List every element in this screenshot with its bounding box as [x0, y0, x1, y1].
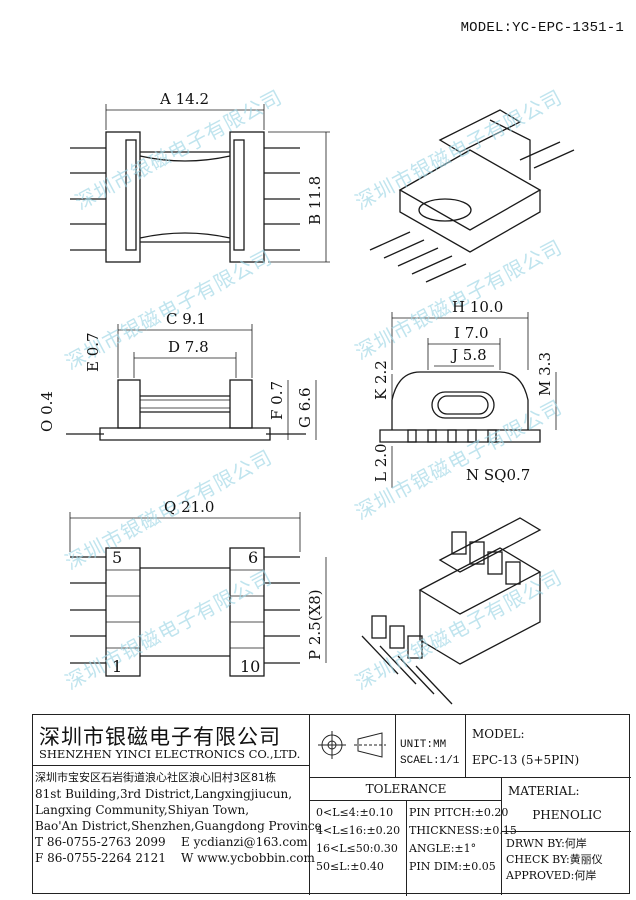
dim-j: J 5.8	[450, 346, 487, 364]
dim-o: O 0.4	[38, 391, 56, 432]
third-angle-projection-icon	[318, 731, 386, 759]
dim-d: D 7.8	[168, 338, 209, 356]
tol-range-3: 16<L≤50:0.30	[316, 842, 398, 855]
tol-angle: ANGLE:±1°	[409, 842, 477, 855]
fax: F 86-0755-2264 2121	[35, 851, 166, 865]
dim-c: C 9.1	[166, 310, 206, 328]
company-name-cn: 深圳市银磁电子有限公司	[39, 725, 281, 749]
dim-a: A 14.2	[159, 90, 209, 108]
material-box: MATERIAL: PHENOLIC	[501, 777, 631, 831]
end-view	[379, 312, 557, 488]
title-block: 深圳市银磁电子有限公司 SHENZHEN YINCI ELECTRONICS C…	[32, 714, 631, 896]
unit-scale: UNIT:MM SCAEL:1/1	[395, 715, 465, 777]
tolerance-other: PIN PITCH:±0.20 THICKNESS:±0.15 ANGLE:±1…	[406, 800, 517, 896]
front-view	[70, 104, 330, 263]
address-line-2: 81st Building,3rd District,Langxingjiucu…	[35, 787, 293, 801]
address-line-3: Langxing Community,Shiyan Town,	[35, 803, 250, 817]
dim-h: H 10.0	[452, 298, 503, 316]
dim-q: Q 21.0	[164, 498, 214, 516]
drawn-by: DRWN BY:何岸	[506, 837, 587, 850]
pin-5-label: 5	[112, 548, 122, 567]
tol-range-4: 50≤L:±0.40	[316, 860, 384, 873]
company-name-en: SHENZHEN YINCI ELECTRONICS CO.,LTD.	[39, 747, 301, 761]
approved-by: APPROVED:何岸	[506, 869, 597, 882]
watermark-2: 深圳市银磁电子有限公司	[351, 85, 566, 215]
dim-l: L 2.0	[372, 443, 390, 482]
model-header: MODEL:YC-EPC-1351-1	[460, 20, 624, 36]
email: E ycdianzi@163.com	[181, 835, 308, 849]
tol-thickness: THICKNESS:±0.15	[409, 824, 517, 837]
dim-i: I 7.0	[454, 324, 489, 342]
side-view	[66, 324, 317, 441]
dim-k: K 2.2	[372, 360, 390, 400]
model-label: MODEL:	[472, 727, 525, 741]
tol-range-1: 0<L≤4:±0.10	[316, 806, 394, 819]
pin-6-label: 6	[248, 548, 258, 567]
dim-f: F 0.7	[268, 381, 286, 420]
company-header: 深圳市银磁电子有限公司 SHENZHEN YINCI ELECTRONICS C…	[33, 715, 309, 761]
tol-range-2: 4<L≤16:±0.20	[316, 824, 401, 837]
dim-b: B 11.8	[306, 176, 324, 225]
website: W www.ycbobbin.com	[181, 851, 315, 865]
phone: T 86-0755-2763 2099	[35, 835, 166, 849]
tol-pin-dim: PIN DIM:±0.05	[409, 860, 496, 873]
material-value: PHENOLIC	[532, 808, 602, 822]
projection-symbol	[309, 715, 395, 777]
checked-by: CHECK BY:黄丽仪	[506, 853, 603, 866]
dim-m: M 3.3	[536, 352, 554, 396]
dim-n: N SQ0.7	[466, 466, 530, 484]
dim-p: P 2.5(X8)	[306, 589, 324, 660]
material-label: MATERIAL:	[508, 784, 580, 798]
pin-10-label: 10	[240, 657, 260, 676]
technical-drawing: 深圳市银磁电子有限公司 深圳市银磁电子有限公司 深圳市银磁电子有限公司 深圳市银…	[38, 85, 575, 705]
pin-1-label: 1	[112, 657, 122, 676]
isometric-view-bottom	[361, 517, 542, 705]
tol-pin-pitch: PIN PITCH:±0.20	[409, 806, 509, 819]
model-box: MODEL: EPC-13 (5+5PIN)	[465, 715, 631, 777]
tolerance-length: 0<L≤4:±0.10 4<L≤16:±0.20 16<L≤50:0.30 50…	[310, 800, 406, 896]
address-line-4: Bao'An District,Shenzhen,Guangdong Provi…	[35, 819, 322, 833]
dim-e: E 0.7	[84, 332, 102, 372]
signoff-box: DRWN BY:何岸 CHECK BY:黄丽仪 APPROVED:何岸	[501, 831, 631, 895]
company-contact: 深圳市宝安区石岩街道浪心社区浪心旧村3区81栋 81st Building,3r…	[33, 765, 322, 895]
tolerance-box: TOLERANCE 0<L≤4:±0.10 4<L≤16:±0.20 16<L≤…	[309, 777, 517, 896]
scale: SCAEL:1/1	[400, 755, 460, 767]
isometric-view-top	[369, 109, 575, 283]
model-value: EPC-13 (5+5PIN)	[472, 753, 580, 767]
address-line-1: 深圳市宝安区石岩街道浪心社区浪心旧村3区81栋	[35, 771, 276, 784]
dim-g: G 6.6	[296, 387, 314, 428]
bottom-view	[69, 512, 327, 677]
watermark-8: 深圳市银磁电子有限公司	[351, 565, 566, 695]
tolerance-title: TOLERANCE	[365, 782, 447, 796]
unit: UNIT:MM	[400, 739, 447, 751]
